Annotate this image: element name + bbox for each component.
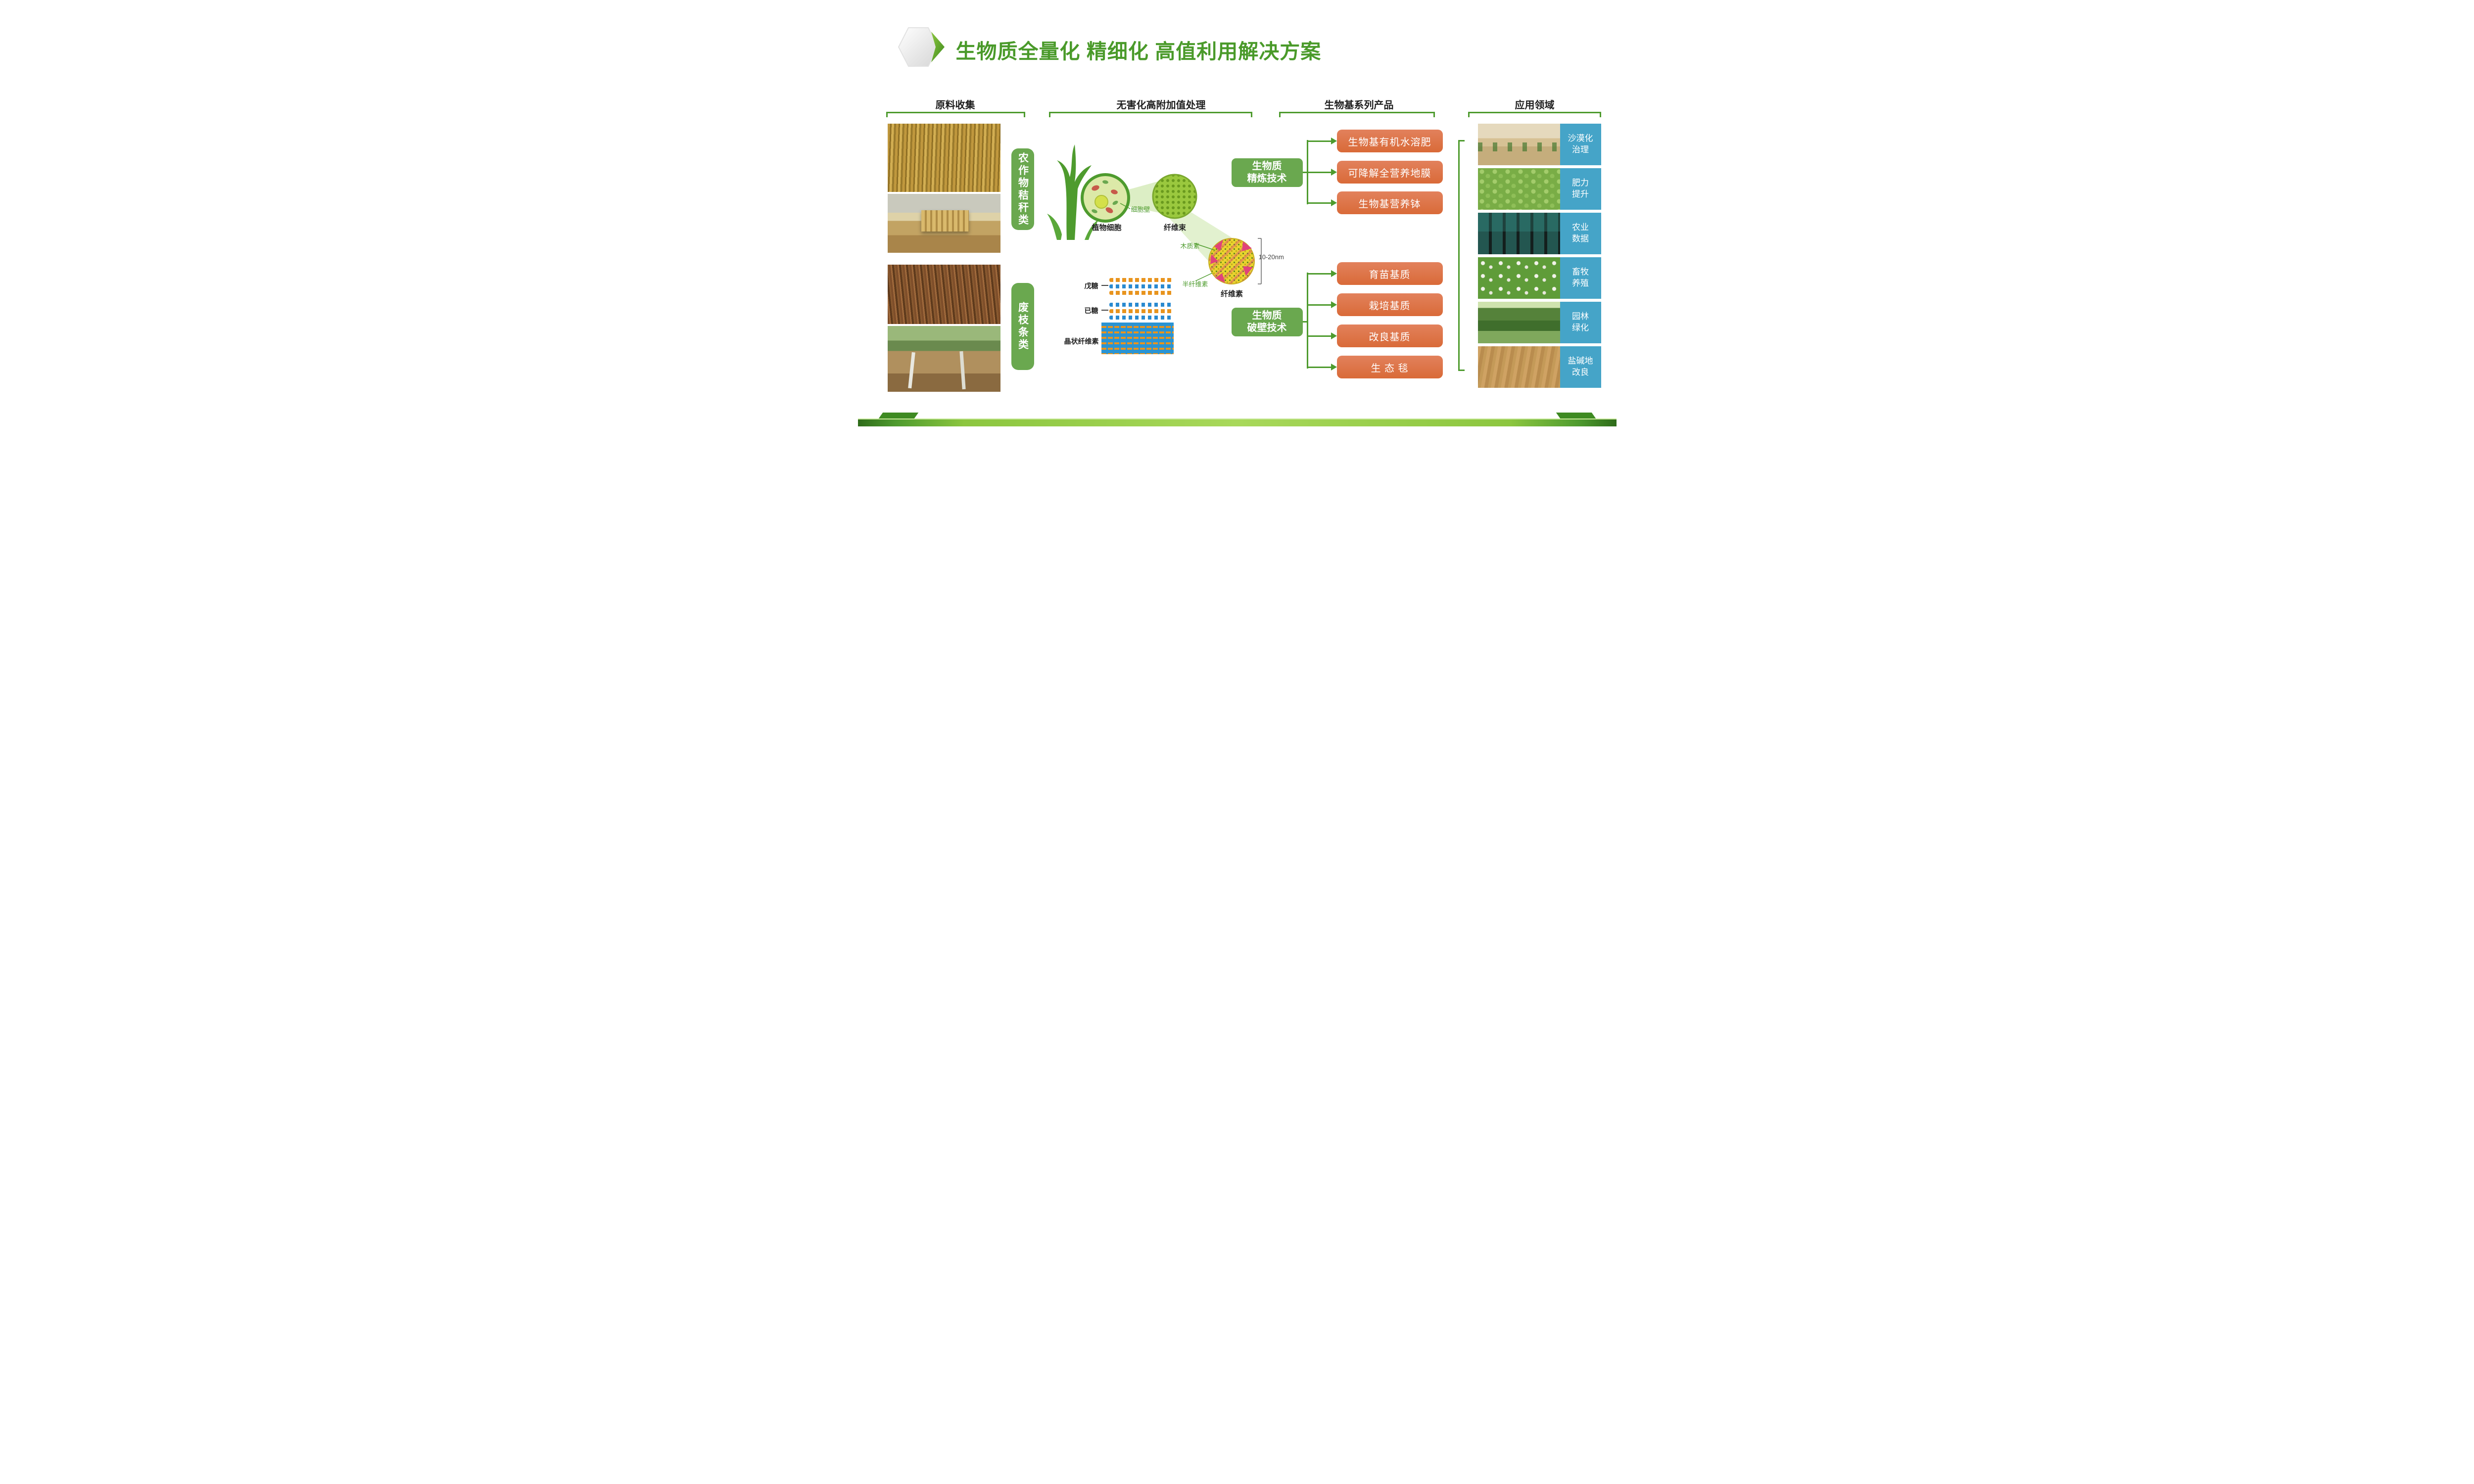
connector-line xyxy=(1308,172,1331,173)
photo-cabbage-field xyxy=(1477,168,1560,210)
tech-box-refining: 生物质 精炼技术 xyxy=(1231,158,1303,187)
photo-saline-soil-field xyxy=(1477,346,1560,388)
application-row-saline-soil: 盐碱地 改良 xyxy=(1477,346,1601,388)
application-row-agri-data: 农业 数据 xyxy=(1477,213,1601,254)
label-lignin: 木质素 xyxy=(1180,242,1200,250)
section-header-processing: 无害化高附加值处理 xyxy=(1116,100,1206,111)
plant-icon xyxy=(1047,144,1099,240)
footer-wedge-left xyxy=(878,413,918,418)
photo-data-control-room xyxy=(1477,213,1560,254)
product-degradable-mulch-film: 可降解全营养地膜 xyxy=(1336,161,1443,184)
photo-desert-restoration xyxy=(1477,124,1560,165)
plant-cell-icon xyxy=(1080,173,1130,223)
connector-line xyxy=(1308,202,1331,204)
product-eco-blanket: 生 态 毯 xyxy=(1336,356,1443,378)
connector-line xyxy=(1308,140,1331,142)
label-hexose: 已糖 xyxy=(1084,307,1098,315)
connector-line xyxy=(1308,335,1331,337)
page-title: 生物质全量化 精细化 高值利用解决方案 xyxy=(955,40,1322,63)
product-seedling-substrate: 育苗基质 xyxy=(1336,262,1443,285)
photo-orchard-branches xyxy=(887,326,1000,392)
application-label-livestock: 畜牧 养殖 xyxy=(1560,257,1601,299)
label-hemicellulose: 半纤维素 xyxy=(1182,280,1208,288)
arrow-right-icon xyxy=(1331,138,1337,144)
cellulose-cross-section-icon xyxy=(1208,238,1255,284)
connector-stub-1 xyxy=(1302,172,1307,173)
footer-wedge-right xyxy=(1556,413,1596,418)
footer-ribbon xyxy=(857,418,1617,426)
biomass-structure-diagram xyxy=(1047,144,1262,284)
photo-straw-bales xyxy=(887,194,1000,253)
connector-line xyxy=(1308,367,1331,368)
label-pentose: 戊糖 xyxy=(1084,282,1098,290)
connector-line xyxy=(1308,304,1331,306)
arrow-right-icon xyxy=(1331,270,1337,277)
label-fiber-bundle: 纤维束 xyxy=(1163,224,1186,232)
application-row-livestock: 畜牧 养殖 xyxy=(1477,257,1601,299)
label-plant-cell: 植物细胞 xyxy=(1092,224,1122,232)
section-header-raw-collection: 原料收集 xyxy=(935,100,975,111)
connector-trunk-1 xyxy=(1306,140,1308,204)
application-row-fertility: 肥力 提升 xyxy=(1477,168,1601,210)
section-header-applications: 应用领域 xyxy=(1515,100,1555,111)
connector-stub-2 xyxy=(1302,321,1307,323)
bracket-products-to-applications xyxy=(1458,140,1465,371)
application-label-saline-soil: 盐碱地 改良 xyxy=(1560,346,1601,388)
arrow-right-icon xyxy=(1331,364,1337,371)
application-label-fertility: 肥力 提升 xyxy=(1560,168,1601,210)
arrow-right-icon xyxy=(1331,169,1337,176)
bracket-applications xyxy=(1468,112,1601,117)
application-label-agri-data: 农业 数据 xyxy=(1560,213,1601,254)
dash-hexose xyxy=(1101,310,1108,311)
bracket-raw-collection xyxy=(886,112,1025,117)
application-label-landscaping: 园林 绿化 xyxy=(1560,302,1601,343)
label-cell-wall: 细胞壁 xyxy=(1131,206,1150,213)
product-bio-organic-fertilizer: 生物基有机水溶肥 xyxy=(1336,130,1443,152)
arrow-right-icon xyxy=(1331,199,1337,206)
photo-sheep-pasture xyxy=(1477,257,1560,299)
arrow-right-icon xyxy=(1331,332,1337,339)
label-scale: 10-20nm xyxy=(1258,253,1284,261)
photo-corn-stalks xyxy=(887,124,1000,192)
product-cultivation-substrate: 栽培基质 xyxy=(1336,293,1443,316)
photo-park-trees xyxy=(1477,302,1560,343)
leader-hemicellulose xyxy=(1195,273,1212,281)
application-label-desert: 沙漠化 治理 xyxy=(1560,124,1601,165)
tech-box-wall-breaking: 生物质 破壁技术 xyxy=(1231,308,1303,336)
application-row-desert: 沙漠化 治理 xyxy=(1477,124,1601,165)
scale-bracket xyxy=(1257,238,1262,284)
connector-trunk-2 xyxy=(1306,273,1308,369)
leader-lignin xyxy=(1194,243,1215,251)
application-row-landscaping: 园林 绿化 xyxy=(1477,302,1601,343)
crystalline-cellulose-diagram xyxy=(1101,323,1174,354)
arrow-right-icon xyxy=(1331,301,1337,308)
dash-pentose xyxy=(1101,285,1108,286)
bracket-processing xyxy=(1048,112,1252,117)
photo-branch-pile xyxy=(887,265,1000,324)
label-crystalline-cellulose: 晶状纤维素 xyxy=(1064,337,1099,345)
slide-canvas: 生物质全量化 精细化 高值利用解决方案 原料收集 无害化高附加值处理 生物基系列… xyxy=(857,0,1617,426)
connector-line xyxy=(1308,273,1331,275)
category-waste-branches: 废枝条类 xyxy=(1011,283,1034,370)
sugar-chain-diagram xyxy=(1109,278,1174,322)
fiber-bundle-icon xyxy=(1152,174,1197,219)
leader-cell-wall xyxy=(1120,203,1130,209)
category-crop-straw: 农作物秸秆类 xyxy=(1011,148,1034,230)
hexagon-chevron-icon xyxy=(898,27,945,67)
product-improved-substrate: 改良基质 xyxy=(1336,325,1443,347)
bracket-products xyxy=(1279,112,1435,117)
product-bio-nutrition-pot: 生物基营养钵 xyxy=(1336,191,1443,214)
section-header-products: 生物基系列产品 xyxy=(1324,100,1394,111)
label-cellulose: 纤维素 xyxy=(1220,290,1243,298)
